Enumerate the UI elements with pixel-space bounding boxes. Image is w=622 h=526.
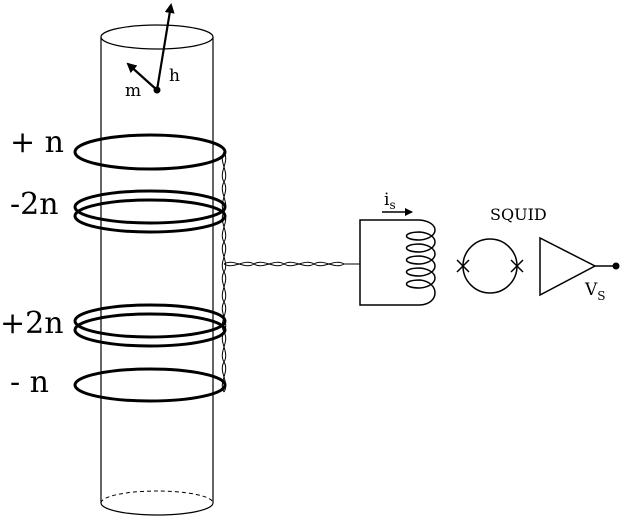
output-voltage-symbol: V [584,280,598,300]
signal-current-label: is [384,190,396,212]
magnetic-dipole: m h [125,3,180,101]
moment-arrow-m [126,62,158,91]
coil-label-minus-n: - n [10,365,49,400]
amplifier: VS [539,236,620,303]
input-circuit-wire [359,219,420,306]
coil-loop-minus-2n-a [73,189,227,225]
coil-loop-plus-2n-b [73,312,227,348]
signal-current-subscript: s [389,198,395,212]
twisted-pair-leads [221,151,360,393]
gradiometer-coils: + n -2n +2n - n [0,125,227,403]
signal-current-symbol: i [384,190,390,210]
coil-label-plus-2n: +2n [0,306,64,341]
output-voltage-label: VS [584,280,606,303]
josephson-junction-right [510,259,524,273]
cylinder-bottom-back-dashed [100,490,214,504]
amplifier-triangle [539,236,597,297]
josephson-junction-left [456,259,470,273]
output-voltage-subscript: S [597,289,605,303]
coil-loop-plus-n [73,133,227,171]
coil-loop-plus-2n-a [73,303,227,339]
squid-sensor: SQUID [456,205,547,294]
sample-cylinder [100,24,214,516]
coil-loop-minus-n [73,367,227,403]
field-arrow-h [155,3,175,91]
coil-label-minus-2n: -2n [10,187,59,222]
coil-loop-minus-2n-b [73,198,227,234]
output-terminal-dot [612,262,620,270]
input-coil-inductor [405,219,436,306]
twisted-pair-vertical-2 [221,151,227,393]
squid-loop [462,238,518,294]
squid-label: SQUID [490,205,547,224]
moment-label: m [125,81,141,101]
cylinder-top-ellipse [100,24,214,50]
field-label: h [169,66,180,86]
input-coil-circuit: is [359,190,436,306]
coil-label-plus-n: + n [10,125,64,160]
cylinder-bottom-front [100,502,214,516]
twisted-pair-horizontal-2 [223,261,360,267]
